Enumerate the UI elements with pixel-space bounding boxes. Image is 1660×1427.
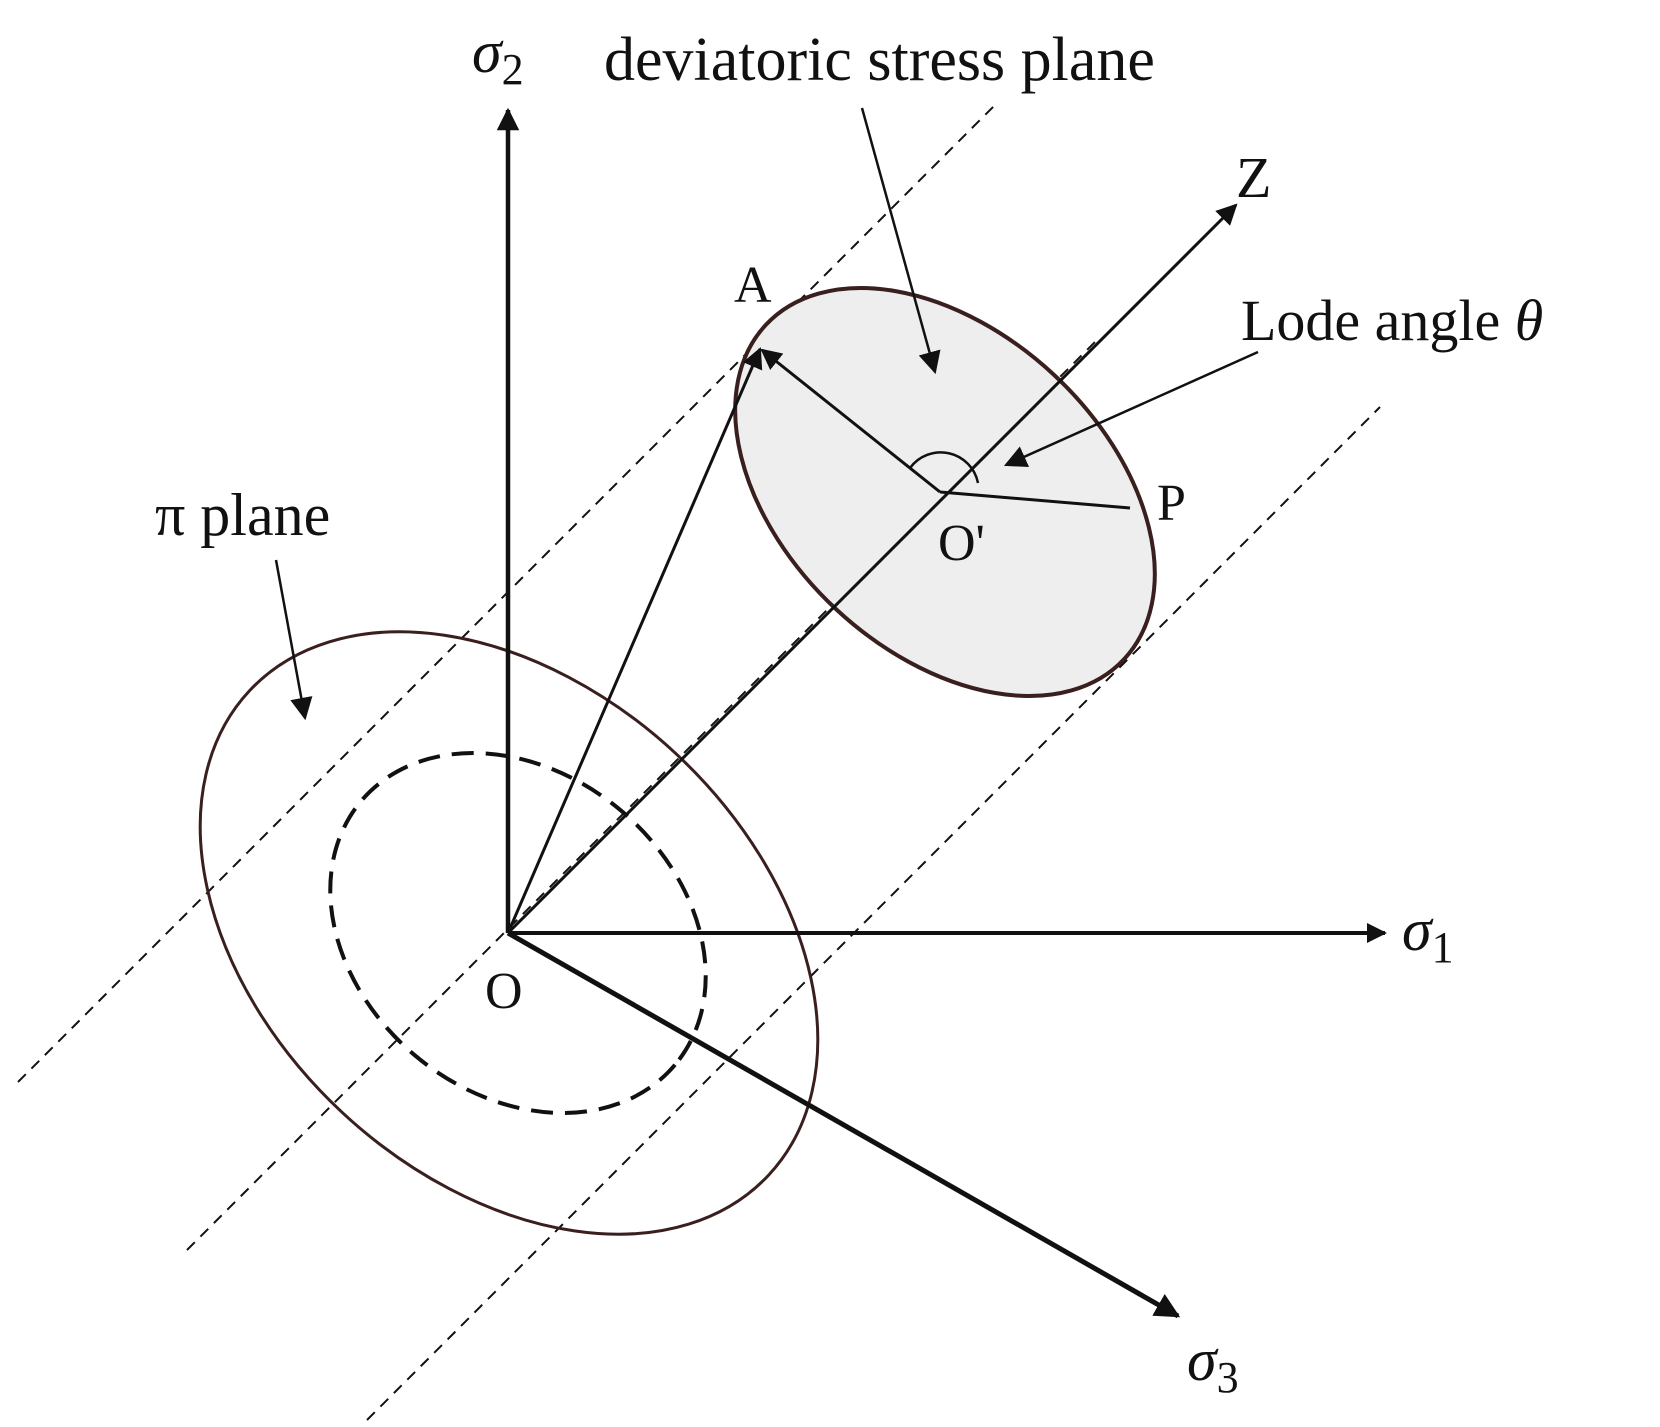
guide-lines bbox=[17, 103, 1381, 1421]
sigma3-label: σ3 bbox=[1187, 1327, 1239, 1402]
deviatoric-plane-label: deviatoric stress plane bbox=[604, 26, 1155, 94]
line-o-prime-p bbox=[939, 490, 1131, 510]
pi-plane-pointer bbox=[274, 559, 313, 721]
origin-prime-label: O' bbox=[938, 515, 985, 572]
sigma2-label: σ2 bbox=[472, 19, 524, 94]
z-axis-label: Z bbox=[1236, 145, 1271, 210]
point-p-label: P bbox=[1157, 475, 1186, 532]
lower-guide-line bbox=[366, 406, 1381, 1421]
point-a-label: A bbox=[734, 257, 772, 314]
sigma3-axis bbox=[506, 930, 1181, 1319]
inner-dashed-ellipse bbox=[328, 751, 708, 1115]
lode-angle-arc bbox=[908, 451, 980, 484]
pi-plane-label: π plane bbox=[155, 482, 330, 548]
sigma1-label: σ1 bbox=[1402, 897, 1454, 972]
vector-oa bbox=[506, 347, 763, 934]
origin-label: O bbox=[485, 963, 523, 1020]
z-axis bbox=[506, 203, 1238, 935]
deviatoric-plane-pointer bbox=[860, 107, 941, 375]
lode-angle-label: Lode angle θ bbox=[1241, 288, 1543, 353]
lode-angle-pointer bbox=[1003, 350, 1259, 467]
pi-plane-ellipse bbox=[198, 630, 820, 1236]
vector-o-prime-a bbox=[760, 348, 941, 494]
